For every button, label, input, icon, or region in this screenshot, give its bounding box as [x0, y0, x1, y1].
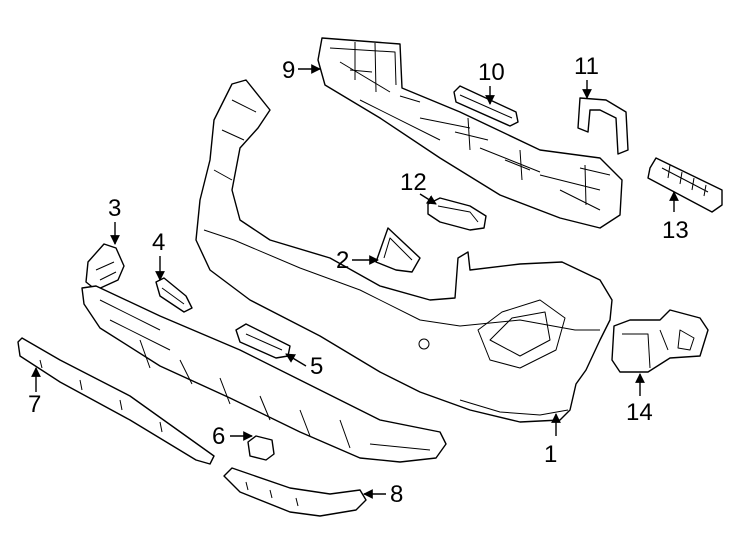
callout-6-label: 6 [212, 423, 225, 450]
callout-14-label: 14 [626, 399, 653, 426]
callout-12: 12 [400, 169, 437, 205]
callout-5-label: 5 [310, 353, 323, 380]
part-12-bezel [427, 197, 487, 231]
part-13-reflector [647, 157, 723, 213]
callout-14: 14 [626, 373, 653, 426]
callout-1: 1 [544, 413, 561, 468]
part-8-molding [223, 467, 367, 517]
callout-4-label: 4 [152, 229, 165, 256]
callout-9-label: 9 [282, 57, 295, 84]
callout-13-label: 13 [662, 217, 689, 244]
part-3-bracket [85, 243, 125, 291]
part-6-sensor [247, 435, 275, 461]
part-1-bumper-cover [195, 79, 613, 423]
callout-12-label: 12 [400, 169, 427, 196]
callout-4: 4 [152, 229, 165, 281]
callout-7-label: 7 [28, 391, 41, 418]
part-7-molding [17, 337, 215, 465]
lower-valance [81, 285, 447, 463]
callout-6: 6 [212, 423, 253, 450]
callout-5: 5 [285, 353, 323, 380]
part-9-reinforcement [317, 37, 623, 229]
callout-3-label: 3 [108, 195, 121, 222]
callout-3: 3 [108, 195, 121, 245]
callout-10-label: 10 [478, 59, 505, 86]
callout-11: 11 [574, 53, 599, 99]
part-4-bracket [155, 277, 193, 313]
callout-7: 7 [28, 367, 41, 418]
callout-10: 10 [478, 59, 505, 105]
callout-1-label: 1 [544, 441, 557, 468]
part-14-bracket [611, 309, 709, 373]
callout-8-label: 8 [390, 481, 403, 508]
callout-2-label: 2 [336, 247, 349, 274]
callout-11-label: 11 [574, 53, 599, 80]
part-10-bracket [453, 85, 519, 127]
part-2-reflector [375, 227, 421, 273]
callout-9: 9 [282, 57, 321, 84]
part-11-trim [577, 97, 629, 155]
callout-8: 8 [363, 481, 403, 508]
callout-2: 2 [336, 247, 379, 274]
callout-13: 13 [662, 191, 689, 244]
